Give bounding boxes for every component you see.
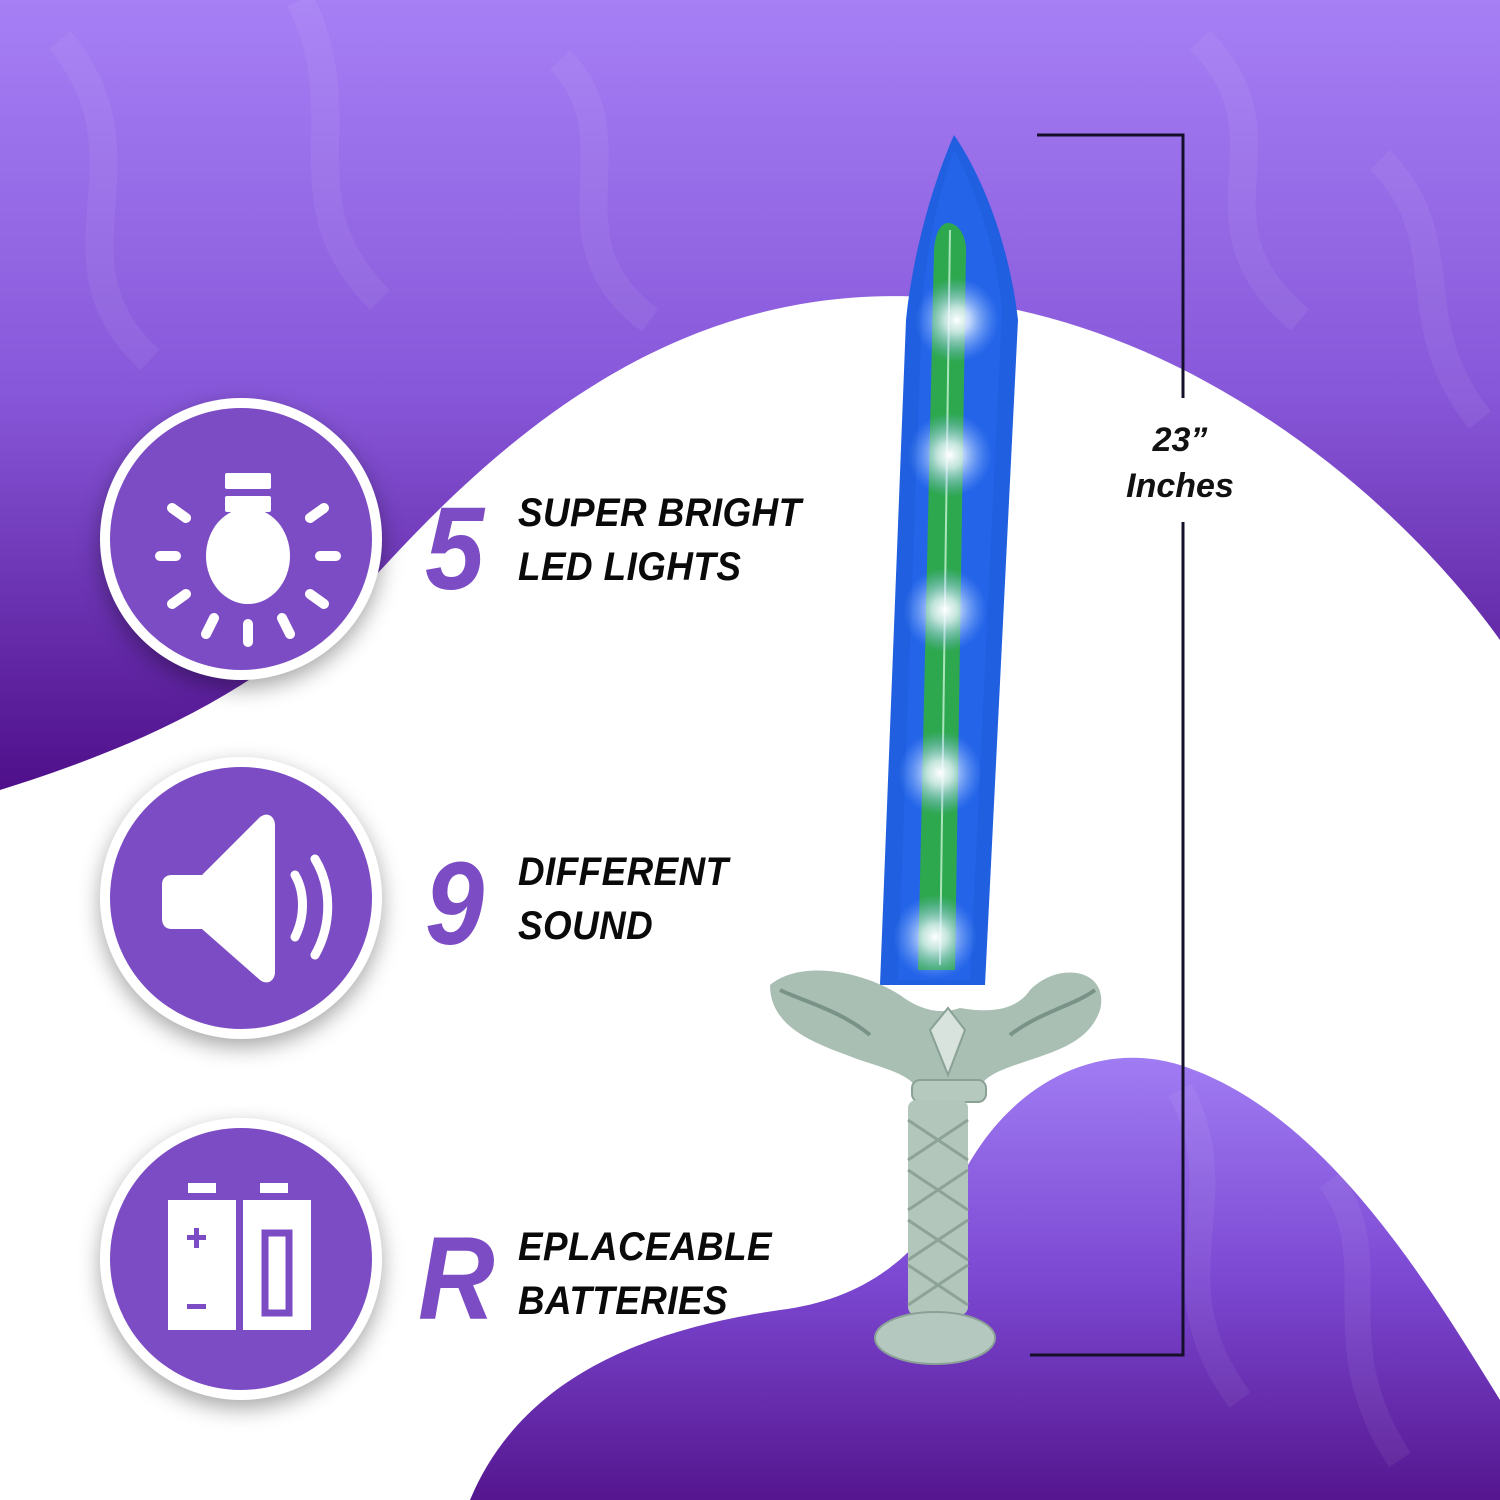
feature-line: LED LIGHTS xyxy=(518,545,742,589)
feature-line: EPLACEABLE xyxy=(518,1225,773,1269)
sound-badge xyxy=(100,757,382,1039)
feature-number: 9 xyxy=(425,838,484,970)
feature-line: DIFFERENT xyxy=(518,850,729,894)
battery-icon xyxy=(168,1183,311,1330)
feature-number: R xyxy=(418,1213,495,1345)
feature-description: SUPER BRIGHT LED LIGHTS xyxy=(518,486,802,594)
length-value: 23” xyxy=(1152,421,1208,459)
feature-line: SOUND xyxy=(518,904,654,948)
led-lights-badge xyxy=(100,398,382,680)
feature-line: SUPER BRIGHT xyxy=(518,491,802,535)
length-measurement: 23” Inches xyxy=(1080,417,1280,509)
batteries-badge xyxy=(100,1118,382,1400)
feature-number: 5 xyxy=(425,483,484,615)
length-unit: Inches xyxy=(1126,467,1234,505)
light-bulb-icon xyxy=(155,473,341,647)
measurement-bracket xyxy=(1030,133,1185,1357)
sword-illustration xyxy=(770,135,1102,1365)
feature-line: BATTERIES xyxy=(518,1279,728,1323)
speaker-icon xyxy=(162,814,333,983)
feature-description: DIFFERENT SOUND xyxy=(518,845,729,953)
feature-description: EPLACEABLE BATTERIES xyxy=(518,1220,772,1328)
